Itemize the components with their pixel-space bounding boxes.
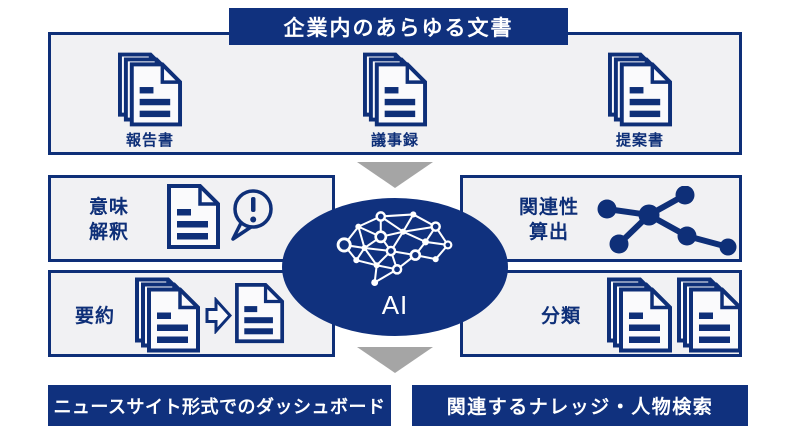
ai-label: AI bbox=[381, 290, 409, 320]
ai-engine-node: AI bbox=[282, 198, 508, 336]
document-label: 報告書 bbox=[125, 132, 174, 149]
document-icon bbox=[235, 283, 285, 344]
output-dashboard-bar: ニュースサイト形式でのダッシュボード bbox=[48, 385, 391, 426]
document-item-minutes: 議事録 bbox=[335, 52, 455, 150]
network-graph-icon bbox=[597, 186, 739, 256]
document-stack-icon bbox=[135, 277, 201, 353]
speech-bubble-exclamation-icon bbox=[227, 188, 277, 244]
function-label: 関連性 算出 bbox=[519, 197, 580, 243]
function-box-classification: 分類 bbox=[460, 270, 742, 357]
function-label: 意味 解釈 bbox=[89, 197, 130, 243]
function-label: 分類 bbox=[541, 306, 582, 327]
document-label: 提案書 bbox=[615, 132, 664, 149]
down-arrow-icon bbox=[357, 347, 433, 373]
document-stack-icon bbox=[677, 277, 743, 353]
output-search-bar: 関連するナレッジ・人物検索 bbox=[412, 385, 748, 426]
title-banner: 企業内のあらゆる文書 bbox=[229, 8, 568, 45]
document-item-proposal: 提案書 bbox=[580, 52, 700, 150]
document-label: 議事録 bbox=[370, 132, 419, 149]
document-stack-icon bbox=[607, 277, 673, 353]
document-stack-icon bbox=[118, 52, 183, 127]
document-stack-icon bbox=[363, 52, 428, 127]
down-arrow-icon bbox=[357, 162, 433, 188]
ai-brain-network-icon bbox=[334, 206, 456, 292]
function-label: 要約 bbox=[75, 306, 116, 327]
output-dashboard-label: ニュースサイト形式でのダッシュボード bbox=[53, 396, 386, 417]
output-search-label: 関連するナレッジ・人物検索 bbox=[446, 397, 714, 418]
function-box-semantic: 意味 解釈 bbox=[48, 175, 335, 262]
document-icon bbox=[167, 184, 221, 250]
document-item-report: 報告書 bbox=[90, 52, 210, 150]
right-arrow-icon bbox=[205, 297, 232, 334]
title-banner-label: 企業内のあらゆる文書 bbox=[283, 16, 514, 40]
document-stack-icon bbox=[608, 52, 673, 127]
